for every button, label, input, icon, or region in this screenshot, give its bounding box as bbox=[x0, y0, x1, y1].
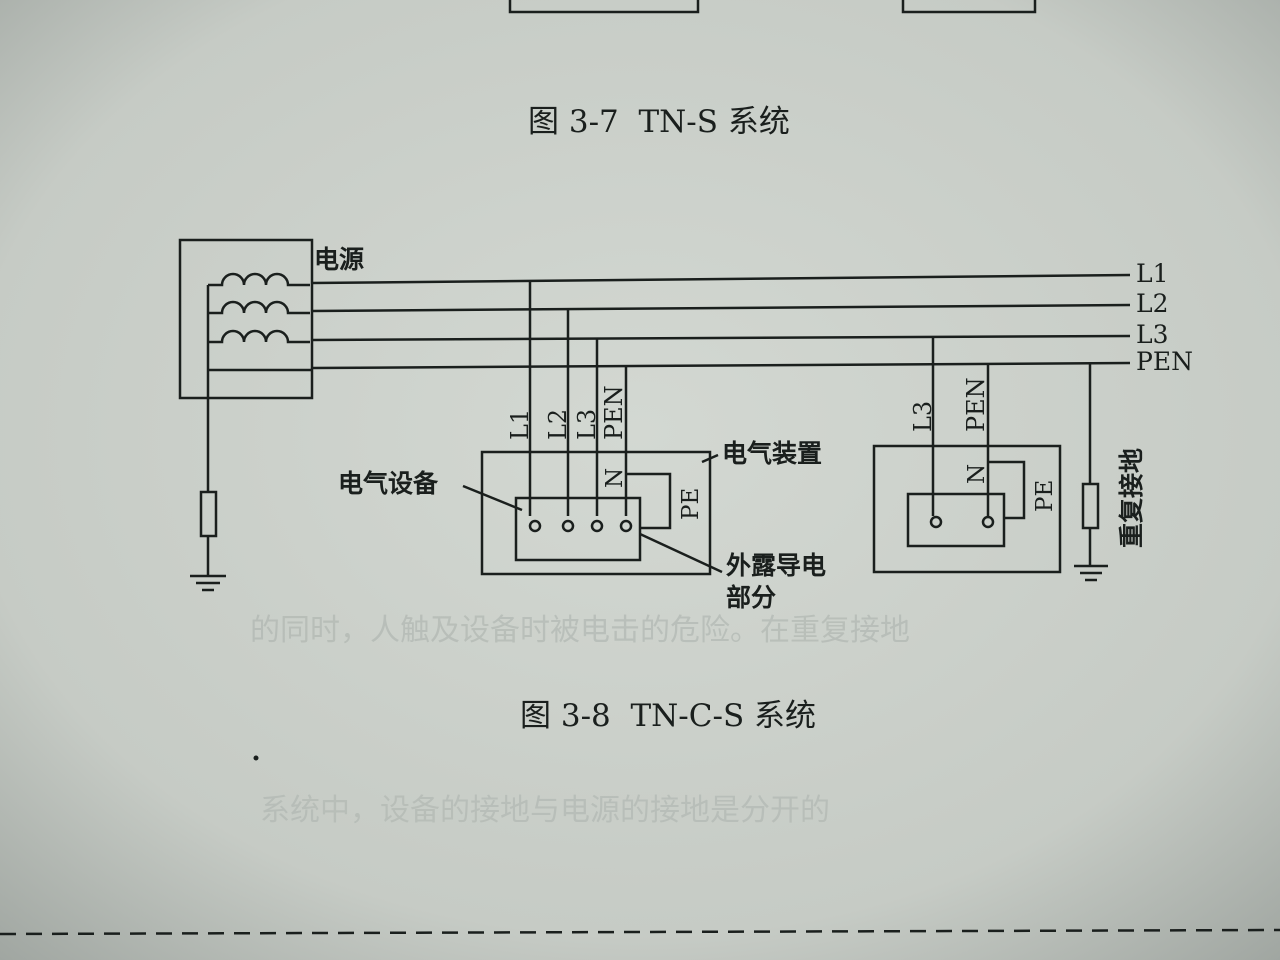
pe-label-1: PE bbox=[678, 488, 704, 520]
bleed-line-1: 的同时，人触及设备时被电击的危险。在重复接地 bbox=[250, 613, 910, 648]
ink-dot bbox=[253, 755, 259, 761]
exposed-part-label-2: 部分 bbox=[726, 583, 776, 612]
drop-label-l2: L2 bbox=[544, 409, 572, 440]
source-label: 电源 bbox=[314, 245, 364, 274]
drop2-label-l3: L3 bbox=[909, 401, 937, 432]
bus-l3 bbox=[311, 334, 1131, 342]
coil-1 bbox=[208, 272, 310, 287]
prev-figure-remnant bbox=[508, 0, 1037, 14]
bus-pen bbox=[311, 361, 1131, 370]
equipment-label: 电气设备 bbox=[338, 469, 439, 498]
prev-figure-caption: 图 3-7 TN-S 系统 bbox=[528, 104, 790, 140]
bus-label-pen: PEN bbox=[1136, 347, 1193, 376]
drop-label-l1: L1 bbox=[506, 409, 534, 440]
dashed-divider bbox=[0, 928, 1280, 936]
drop-label-pen: PEN bbox=[600, 385, 628, 440]
prev-box-right-edge bbox=[901, 0, 1037, 14]
drop-label-l3: L3 bbox=[573, 409, 601, 440]
power-source bbox=[178, 238, 314, 592]
terminal2-l3 bbox=[929, 515, 943, 529]
drop2-label-pen: PEN bbox=[962, 377, 990, 432]
pe-link-2 bbox=[988, 460, 1026, 520]
terminal-l1 bbox=[528, 519, 542, 533]
terminal-n bbox=[619, 519, 633, 533]
equipment-box-2 bbox=[906, 492, 1006, 548]
pe-link-1 bbox=[626, 472, 672, 530]
coil-3 bbox=[208, 329, 310, 344]
coil-2 bbox=[208, 300, 310, 315]
figure-caption: 图 3-8 TN-C-S 系统 bbox=[520, 698, 816, 734]
n-label-2: N bbox=[964, 464, 990, 484]
bus-label-l2: L2 bbox=[1136, 289, 1169, 318]
leader-equipment bbox=[462, 484, 523, 512]
bus-l1 bbox=[311, 273, 1131, 285]
pe-label-2: PE bbox=[1032, 480, 1058, 512]
bus-labels: L1 L2 L3 PEN bbox=[1136, 259, 1193, 376]
prev-box-left-edge bbox=[508, 0, 700, 14]
bleed-through-text: 的同时，人触及设备时被电击的危险。在重复接地 系统中，设备的接地与电源的接地是分… bbox=[250, 613, 910, 828]
exposed-part-label-1: 外露导电 bbox=[726, 551, 826, 580]
leader-installation bbox=[701, 453, 719, 464]
installation-box-2 bbox=[872, 444, 1062, 574]
device-2 bbox=[872, 337, 1108, 582]
leader-exposed bbox=[639, 532, 723, 574]
terminal-l3 bbox=[590, 519, 604, 533]
bus-lines bbox=[311, 273, 1131, 370]
device-1 bbox=[462, 282, 723, 576]
reground-label: 重复接地 bbox=[1117, 448, 1146, 548]
device-2-labels: L3 PEN N PE 重复接地 bbox=[909, 377, 1146, 548]
terminal2-n bbox=[981, 515, 995, 529]
bleed-line-2: 系统中，设备的接地与电源的接地是分开的 bbox=[260, 793, 830, 828]
bus-label-l1: L1 bbox=[1136, 259, 1169, 288]
installation-label: 电气装置 bbox=[722, 439, 822, 468]
bus-l2 bbox=[311, 303, 1131, 313]
terminal-l2 bbox=[561, 519, 575, 533]
source-box bbox=[178, 238, 314, 400]
device-1-drop-labels: L1 L2 L3 PEN N PE bbox=[506, 385, 704, 520]
bus-label-l3: L3 bbox=[1136, 320, 1169, 349]
n-label-1: N bbox=[602, 468, 628, 488]
